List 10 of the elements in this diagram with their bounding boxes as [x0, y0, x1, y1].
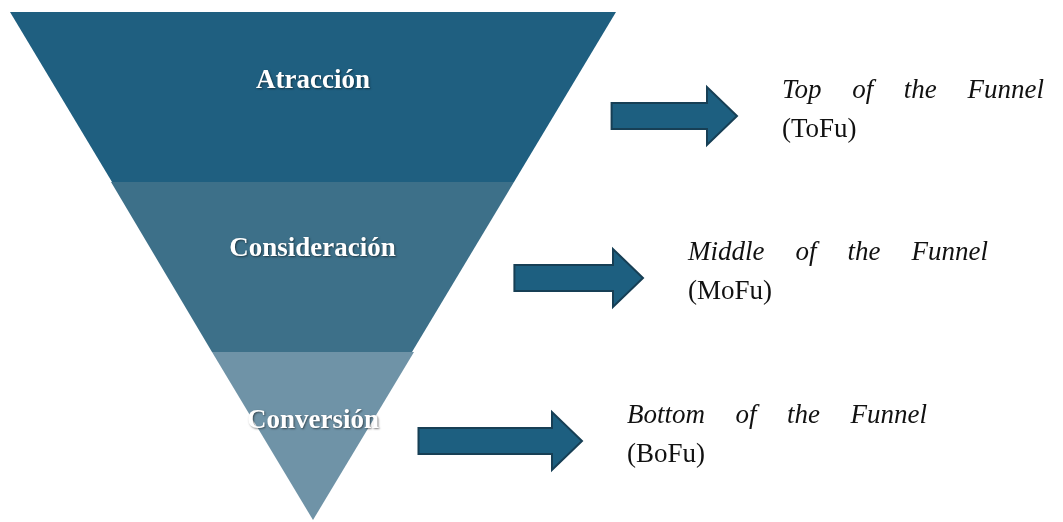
- block-arrow: [610, 84, 739, 148]
- funnel-stage: [10, 12, 616, 182]
- stage-description: Bottom of the Funnel (BoFu): [627, 398, 927, 471]
- funnel-stage: [111, 182, 514, 352]
- stage-description: Top of the Funnel (ToFu): [782, 73, 1044, 146]
- stage-label: Atracción: [255, 64, 371, 95]
- stage-label: Consideración: [228, 232, 397, 263]
- block-arrow: [417, 409, 584, 473]
- block-arrow: [513, 246, 645, 310]
- stage-description: Middle of the Funnel (MoFu): [688, 235, 988, 308]
